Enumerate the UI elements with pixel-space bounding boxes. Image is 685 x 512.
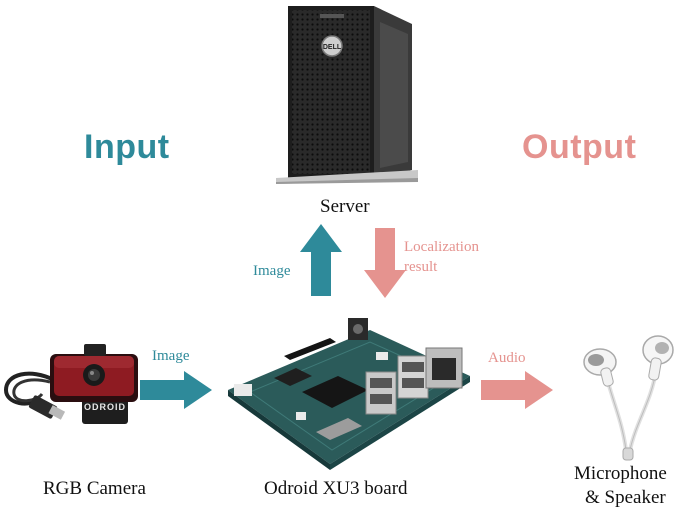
camera-to-board-arrow — [140, 371, 212, 409]
audio-label-line2: & Speaker — [585, 487, 666, 508]
server-label: Server — [320, 196, 370, 217]
input-heading: Input — [84, 128, 170, 166]
board-to-audio-arrow-label: Audio — [488, 350, 526, 366]
camera-to-board-arrow-label: Image — [152, 348, 190, 364]
upload-arrow — [300, 224, 342, 296]
output-heading: Output — [522, 128, 637, 166]
server-logo: DELL — [323, 44, 342, 51]
upload-arrow-label: Image — [253, 263, 291, 279]
camera-image — [3, 344, 138, 424]
board-image — [228, 318, 470, 470]
board-label: Odroid XU3 board — [264, 478, 408, 499]
board-to-audio-arrow — [481, 371, 553, 409]
earphones-image — [583, 335, 674, 461]
download-arrow — [364, 228, 406, 298]
download-arrow-label-line1: Localization — [404, 239, 479, 255]
camera-label: RGB Camera — [43, 478, 146, 499]
audio-label-line1: Microphone — [574, 463, 667, 484]
server-image: DELL — [276, 6, 418, 184]
download-arrow-label-line2: result — [404, 259, 438, 275]
camera-brand-label: ODROID — [84, 402, 126, 412]
